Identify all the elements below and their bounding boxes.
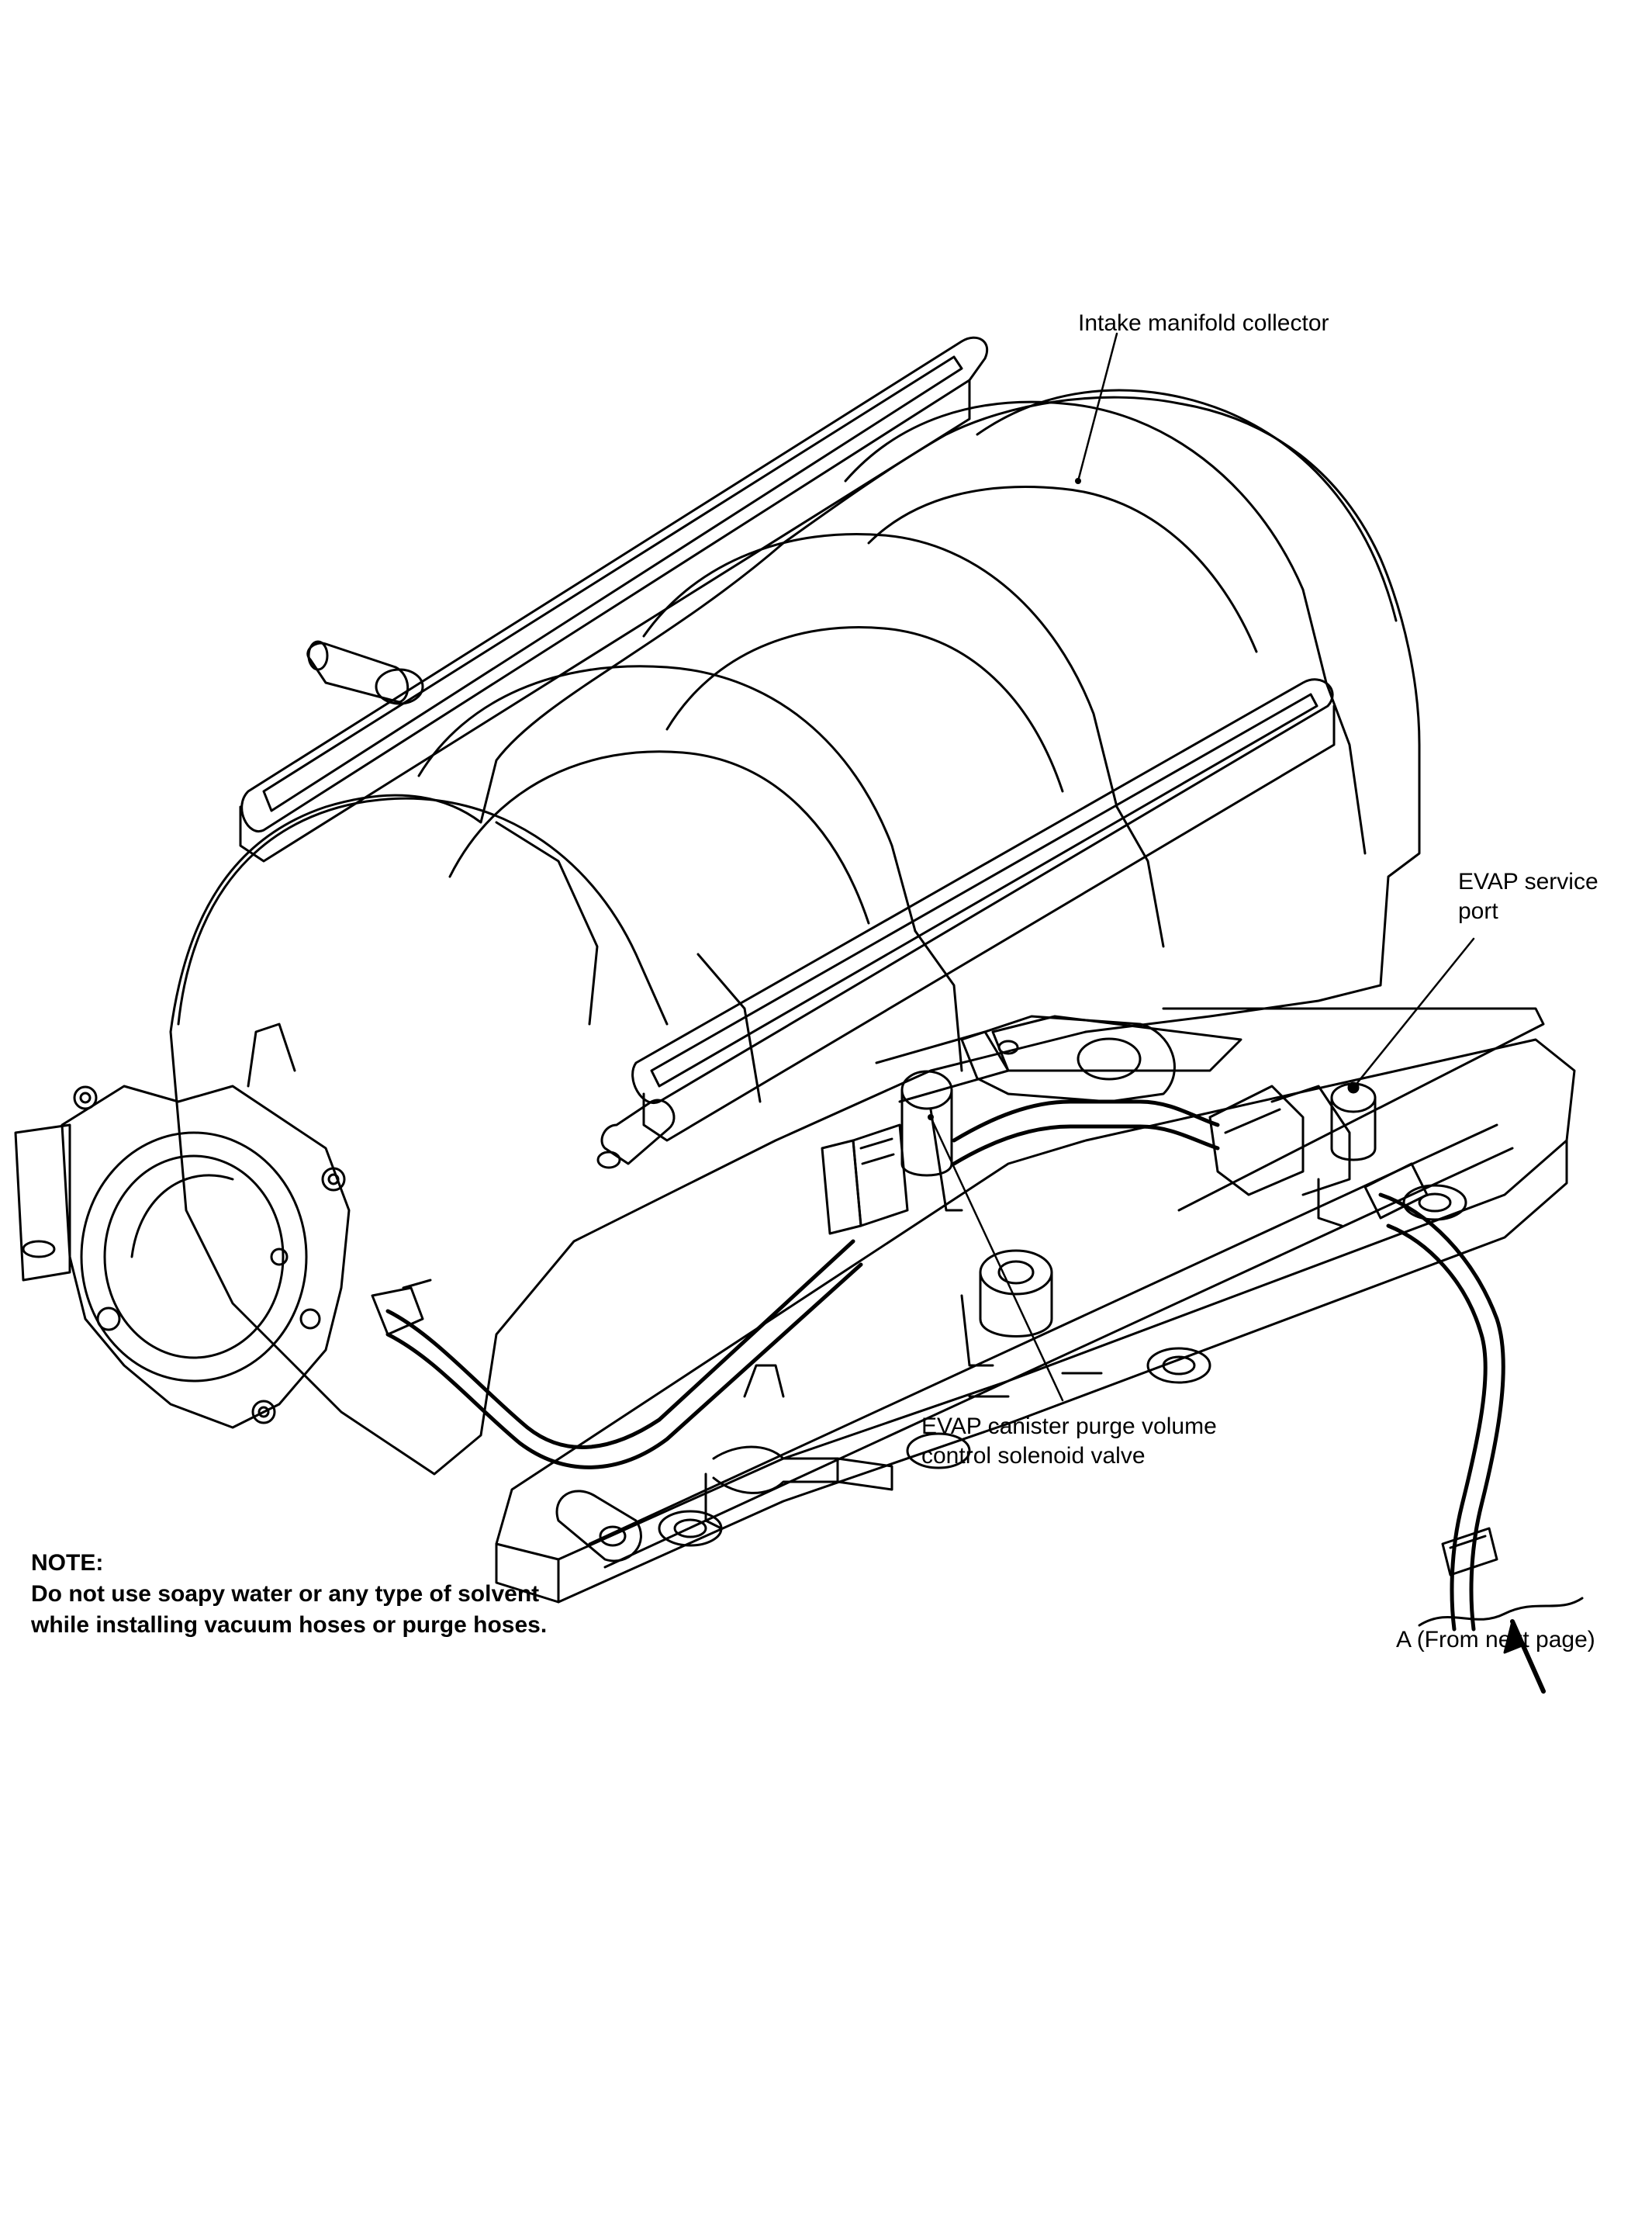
purge-hose-rear	[952, 1099, 1220, 1166]
label-evap-service-port-line-1: EVAP service	[1458, 869, 1598, 895]
intake-manifold-collector	[169, 389, 1421, 1476]
label-evap-purge-solenoid-line-2: control solenoid valve	[921, 1443, 1146, 1469]
lower-manifold-base	[495, 1038, 1576, 1604]
arrow-from-next-page	[1503, 1619, 1546, 1694]
label-intake-manifold-collector: Intake manifold collector	[1078, 309, 1329, 338]
purge-hose-to-a	[1378, 1192, 1505, 1632]
pcv-rail-rear	[239, 336, 989, 863]
hose-clamp-port	[1363, 1162, 1429, 1220]
label-evap-service-port-line-2: port	[1458, 898, 1498, 924]
hose-clamp-throttle	[371, 1279, 432, 1336]
leader-collector	[1077, 332, 1118, 483]
lower-hose-fittings	[555, 1364, 893, 1562]
hose-clamp-lower	[1441, 1527, 1498, 1576]
mounting-bracket	[960, 1015, 1176, 1103]
note-line-2: while installing vacuum hoses or purge h…	[31, 1612, 548, 1638]
note-heading: NOTE:	[31, 1550, 104, 1576]
pcv-rail-front	[596, 678, 1336, 1169]
vacuum-port-spacer	[960, 1249, 1053, 1367]
purge-solenoid-valve	[821, 1030, 1010, 1235]
leader-lines	[928, 332, 1475, 1402]
throttle-body	[14, 1023, 351, 1429]
hose-break-line	[1418, 1597, 1584, 1627]
note-block: NOTE: Do not use soapy water or any type…	[31, 1548, 547, 1641]
label-from-next-page: A (From next page)	[1396, 1625, 1595, 1655]
label-evap-service-port: EVAP service port	[1458, 867, 1598, 926]
label-evap-purge-solenoid: EVAP canister purge volume control solen…	[921, 1412, 1217, 1471]
fuel-rail	[588, 1007, 1545, 1569]
purge-hose-front	[385, 1239, 863, 1469]
leader-service-port	[1352, 937, 1475, 1089]
leader-solenoid	[929, 1116, 1064, 1402]
label-intake-manifold-collector-text: Intake manifold collector	[1078, 310, 1329, 336]
note-line-1: Do not use soapy water or any type of so…	[31, 1581, 540, 1607]
label-evap-purge-solenoid-line-1: EVAP canister purge volume	[921, 1414, 1217, 1439]
label-from-next-page-text: A (From next page)	[1396, 1627, 1595, 1652]
evap-service-port-assembly	[1208, 1081, 1377, 1227]
